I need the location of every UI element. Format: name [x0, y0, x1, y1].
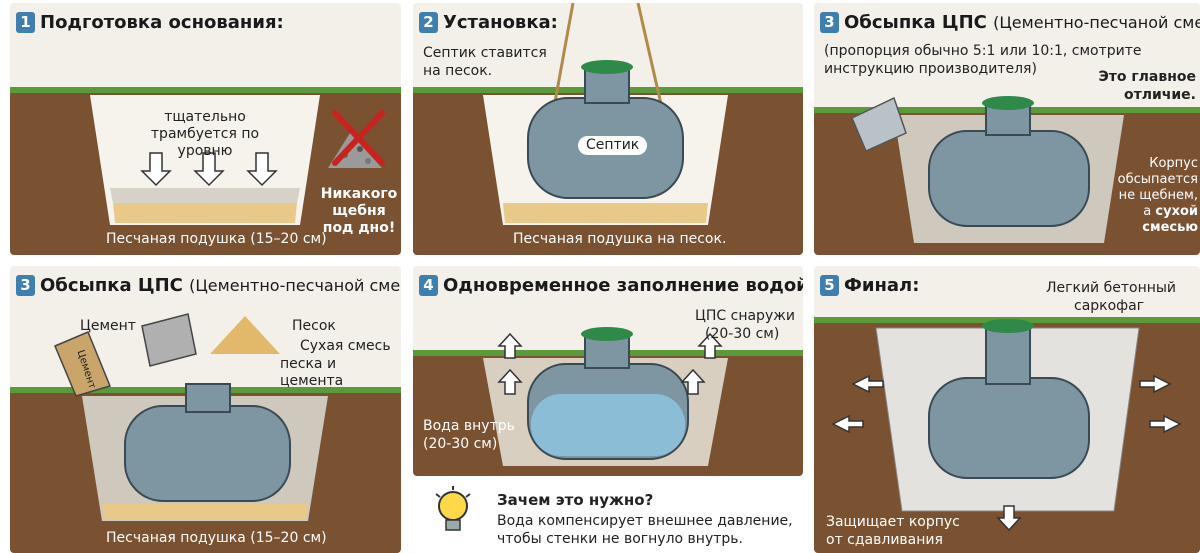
cement-bag-icon [141, 313, 197, 367]
sand-label: Песок [292, 318, 336, 334]
sand-pile-icon [210, 316, 280, 354]
mix-label-2: песка и цемента [280, 356, 344, 389]
sand-cushion-label: Песчаная подушка (15–20 см) [106, 530, 327, 546]
inside-label-1: Вода внутрь [423, 418, 515, 434]
sarcophagus-label-2: саркофаг [1074, 298, 1145, 314]
cement-sack-icon [54, 331, 112, 397]
tank-install-illustration [413, 3, 803, 255]
pit-illustration [10, 87, 401, 255]
mix-label-1: Сухая смесь [300, 338, 391, 354]
down-arrows [140, 152, 278, 187]
outward-arrows [831, 374, 1182, 532]
sand-cushion-label: Песчаная подушка на песок. [513, 231, 727, 247]
lightbulb-icon [435, 486, 471, 531]
backfill-mix-illustration [10, 313, 401, 553]
tip-title: Зачем это нужно? [497, 491, 654, 509]
inside-label-2: (20-30 см) [423, 436, 498, 452]
tip-line-1: Вода компенсирует внешнее давление, [497, 513, 793, 529]
install-note-2: на песок. [423, 63, 493, 79]
tip-box: Зачем это нужно? Вода компенсирует внешн… [413, 478, 803, 553]
cement-label: Цемент [80, 318, 136, 334]
tip-line-2: чтобы стенки не вогнуло внутрь. [497, 531, 743, 547]
bucket-icon [851, 96, 907, 152]
outside-label-2: (20-30 см) [705, 326, 780, 342]
protect-label-1: Защищает корпус [826, 514, 960, 530]
up-arrows [497, 332, 723, 395]
install-note-1: Септик ставится [423, 45, 547, 61]
sarcophagus-label-1: Легкий бетонный [1046, 280, 1177, 296]
proportion-note-2: инструкцию производителя) [824, 61, 1037, 77]
proportion-note-1: (пропорция обычно 5:1 или 10:1, смотрите [824, 43, 1142, 59]
outside-label-1: ЦПС снаружи [695, 308, 795, 324]
main-diff-2: отличие. [1123, 87, 1196, 103]
water-fill-illustration [413, 327, 803, 476]
tamp-note: тщательно трамбуется по уровню [150, 109, 260, 159]
sand-cushion-label: Песчаная подушка (15–20 см) [106, 231, 327, 247]
main-diff-1: Это главное [1098, 69, 1196, 85]
final-illustration [814, 317, 1200, 553]
no-gravel-warning: Никакого щебня под дно! [320, 186, 398, 236]
protect-label-2: от сдавливания [826, 532, 943, 548]
cross-icon [332, 110, 385, 166]
backfill-illustration [814, 96, 1200, 255]
tank-label: Септик [578, 136, 648, 155]
